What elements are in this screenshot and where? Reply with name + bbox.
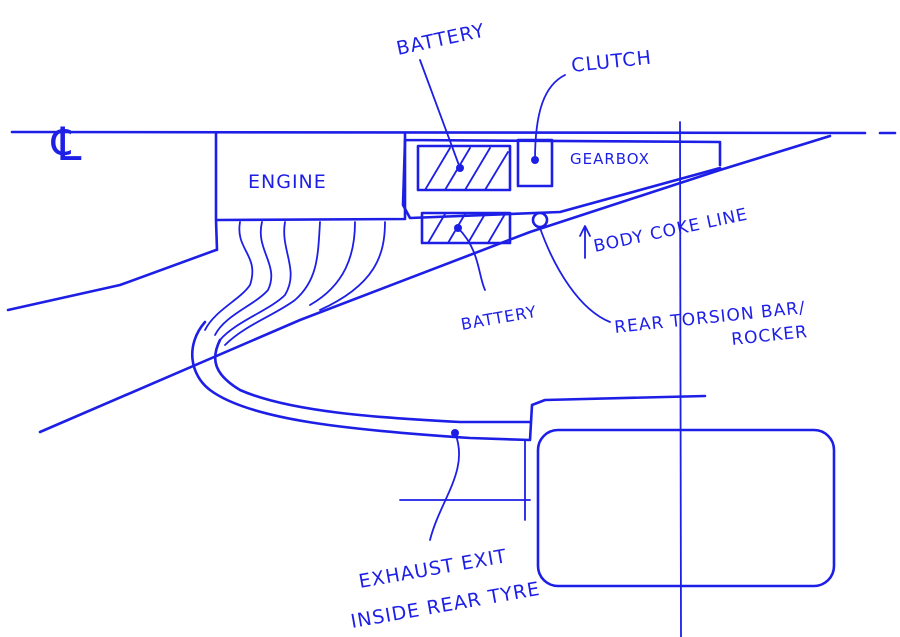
battery-lower-label: BATTERY (459, 302, 538, 334)
clutch (516, 74, 566, 188)
torsion-bar-rocker (531, 211, 611, 323)
engine-label: ENGINE (248, 171, 327, 193)
battery-lower (420, 211, 512, 291)
body-coke-line (38, 134, 832, 434)
gearbox-label: GEARBOX (570, 150, 650, 168)
exhaust-leader (429, 432, 460, 541)
centerline-symbol: ℄ (51, 117, 83, 171)
battery-upper (416, 59, 512, 192)
rear-tyre (536, 428, 836, 588)
axle-line (679, 121, 682, 637)
clutch-label: CLUTCH (570, 47, 653, 77)
centerline (10, 130, 897, 135)
battery-upper-label: BATTERY (394, 20, 487, 60)
rocker-label: ROCKER (730, 322, 808, 350)
body-coke-line-label: BODY COKE LINE (592, 205, 750, 257)
gearbox-outline (401, 138, 722, 220)
exhaust-line-extra (399, 439, 531, 521)
exhaust-headers (204, 221, 386, 346)
exhaust-pipe (191, 320, 707, 442)
body-coke-arrow (579, 225, 591, 259)
body-line-left (6, 248, 218, 312)
exhaust-label-line1: EXHAUST EXIT (357, 545, 509, 593)
